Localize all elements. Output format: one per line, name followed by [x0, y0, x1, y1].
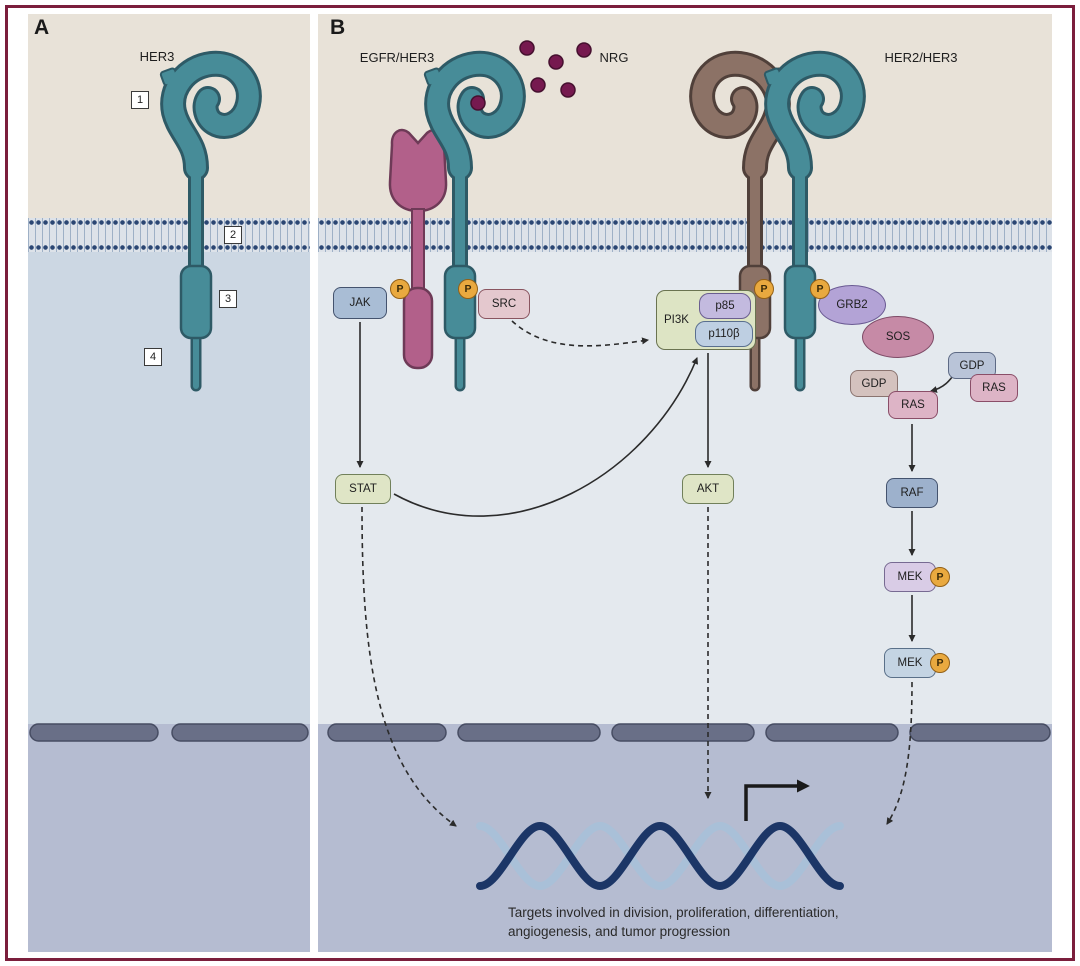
domain-marker-3: 3: [219, 290, 237, 308]
panel-a: [28, 14, 310, 952]
mek-box-1: MEK: [884, 562, 936, 592]
p85-subunit: p85: [699, 293, 751, 319]
phospho-circle-pi3k: P: [754, 279, 774, 299]
akt-box: AKT: [682, 474, 734, 504]
phospho-circle-src: P: [458, 279, 478, 299]
domain-marker-2: 2: [224, 226, 242, 244]
cell-membrane-a: [28, 218, 310, 252]
nucleus-a: [28, 724, 310, 952]
her3-label: HER3: [139, 49, 175, 64]
domain-marker-4: 4: [144, 348, 162, 366]
caption-line-2: angiogenesis, and tumor progression: [508, 924, 731, 939]
phospho-circle-grb2: P: [810, 279, 830, 299]
cell-membrane-b: [318, 218, 1052, 252]
phospho-circle-mek2: P: [930, 653, 950, 673]
stat-box: STAT: [335, 474, 391, 504]
nucleus-caption: Targets involved in division, proliferat…: [508, 903, 908, 941]
domain-marker-1: 1: [131, 91, 149, 109]
ras-box-inactive: RAS: [970, 374, 1018, 402]
caption-line-1: Targets involved in division, proliferat…: [508, 905, 839, 920]
mek-box-2: MEK: [884, 648, 936, 678]
nrg-label: NRG: [599, 50, 629, 65]
src-box: SRC: [478, 289, 530, 319]
ras-box-active: RAS: [888, 391, 938, 419]
cytoplasm-a: [28, 252, 310, 724]
gdp-box-released: GDP: [850, 370, 898, 397]
her2-her3-label: HER2/HER3: [884, 50, 958, 65]
panel-a-label: A: [34, 16, 50, 39]
extracellular-region-b: [318, 14, 1052, 218]
p110b-subunit: p110β: [695, 321, 753, 347]
raf-box: RAF: [886, 478, 938, 508]
egfr-her3-label: EGFR/HER3: [359, 50, 435, 65]
phospho-circle-jak: P: [390, 279, 410, 299]
panel-b-label: B: [330, 16, 346, 39]
pi3k-complex: PI3K p85 p110β: [656, 290, 756, 350]
extracellular-region-a: [28, 14, 310, 218]
gdp-box-bound: GDP: [948, 352, 996, 379]
figure-border: [5, 5, 1075, 961]
jak-box: JAK: [333, 287, 387, 319]
pi3k-label: PI3K: [664, 314, 689, 326]
sos-ellipse: SOS: [862, 316, 934, 358]
phospho-circle-mek1: P: [930, 567, 950, 587]
